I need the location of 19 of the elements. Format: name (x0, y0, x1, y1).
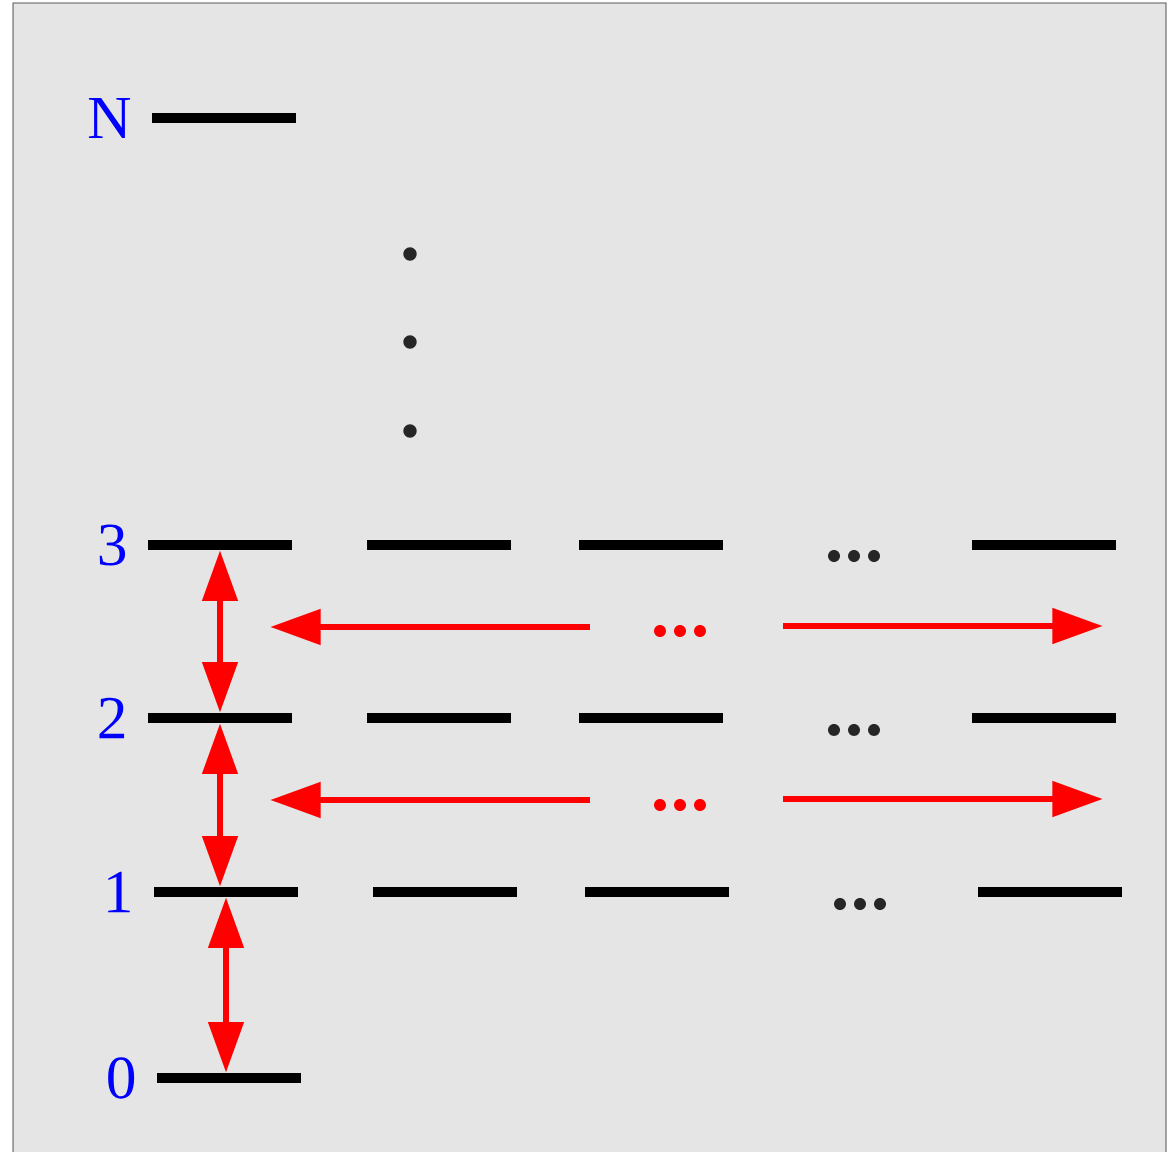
energy-level-bar (579, 540, 723, 550)
energy-level-bar (972, 540, 1116, 550)
energy-level-bar (148, 540, 292, 550)
energy-level-bar (972, 713, 1116, 723)
energy-level-bar (585, 887, 729, 897)
level-label: N (88, 97, 131, 139)
level-label: 1 (108, 871, 130, 913)
energy-level-bar (148, 713, 292, 723)
energy-level-bar (373, 887, 517, 897)
energy-level-bar (978, 887, 1122, 897)
energy-level-bar (367, 540, 511, 550)
level-label: 2 (99, 697, 125, 739)
energy-level-bar (154, 887, 298, 897)
energy-level-bar (157, 1073, 301, 1083)
energy-level-bar (152, 113, 296, 123)
energy-level-bar (367, 713, 511, 723)
level-label: 3 (99, 524, 126, 566)
energy-level-bar (579, 713, 723, 723)
level-label: 0 (108, 1057, 135, 1099)
